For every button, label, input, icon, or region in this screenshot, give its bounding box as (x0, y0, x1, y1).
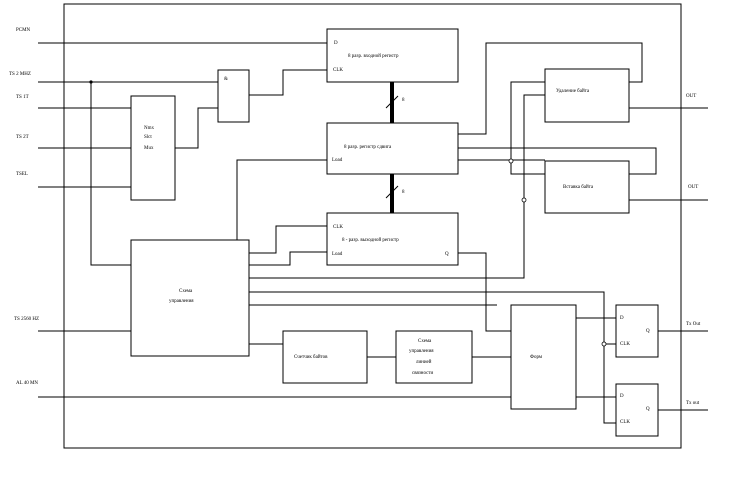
signal-label-tsel: TSEL (16, 172, 28, 177)
output-register-title: 8 - разр. выходной регистр (342, 238, 399, 243)
signal-label-ts2: TS 2 MHZ (9, 72, 31, 77)
signal-label-out-top: OUT (686, 94, 696, 99)
flipflop-1-block: D CLK Q (615, 304, 659, 358)
delete-byte-label: Удаление байта (556, 89, 590, 94)
output-register-clk: CLK (333, 225, 343, 230)
delete-byte-block: Удаление байта (544, 68, 630, 123)
insert-byte-label: Вставка байта (563, 185, 594, 190)
control-label-2: управления (169, 299, 194, 304)
bus-input-to-shift: 8 (385, 82, 405, 123)
control-label-1: Схема (179, 289, 193, 294)
mux-block: Nmx Slct Mux (130, 95, 176, 201)
and-gate-block: & (217, 69, 250, 123)
mux-label-2: Slct (144, 135, 152, 140)
flag-control-label-3: линией (416, 360, 432, 365)
signal-label-ts2560: TS 2560 HZ (14, 317, 39, 322)
input-register-block: D 8 разр. входной регистр CLK (326, 28, 459, 83)
input-register-clk: CLK (333, 68, 343, 73)
byte-counter-block: Счетчик байтов (282, 330, 368, 384)
flag-control-label-1: Схема (418, 339, 432, 344)
junction-node (508, 158, 514, 164)
shift-register-load: Load (332, 158, 343, 163)
flipflop-2-d: D (620, 394, 624, 399)
and-gate-label: & (224, 77, 228, 82)
control-block: Схема управления (130, 239, 250, 357)
flag-control-block: Схема управления линией связности (395, 330, 473, 384)
signal-label-txout-2: Tx out (686, 401, 700, 406)
flag-control-label-2: управления (409, 349, 434, 354)
signal-label-ts1t: TS 1T (16, 95, 29, 100)
format-label: Форм (530, 355, 543, 360)
flipflop-2-clk: CLK (620, 420, 630, 425)
flag-control-label-4: связности (412, 371, 433, 376)
signal-label-txout-1: Tx Out (686, 322, 701, 327)
junction-node (521, 197, 527, 203)
flipflop-2-q: Q (646, 407, 650, 412)
shift-register-title: 8 разр. регистр сдвига (344, 145, 392, 150)
junction-dot (89, 80, 93, 84)
flipflop-1-q: Q (646, 329, 650, 334)
format-block: Форм (510, 304, 577, 410)
junction-node (601, 341, 607, 347)
input-register-d: D (334, 41, 338, 46)
flipflop-1-clk: CLK (620, 342, 630, 347)
signal-label-al: AL 40 MN (16, 381, 38, 386)
output-register-q: Q (445, 252, 449, 257)
mux-label-1: Nmx (144, 126, 155, 131)
signal-label-out-mid: OUT (688, 185, 698, 190)
insert-byte-block: Вставка байта (544, 160, 630, 214)
bus-shift-to-output: 8 (385, 174, 405, 213)
output-register-load: Load (332, 252, 343, 257)
input-register-title: 8 разр. входной регистр (348, 54, 399, 59)
bus-width-label-1: 8 (402, 98, 405, 103)
signal-label-ts2t: TS 2T (16, 135, 29, 140)
shift-register-block: 8 разр. регистр сдвига Load (326, 122, 459, 175)
bus-width-label-2: 8 (402, 190, 405, 195)
output-register-block: CLK 8 - разр. выходной регистр Load Q (326, 212, 459, 266)
mux-label-3: Mux (144, 146, 154, 151)
byte-counter-label: Счетчик байтов (294, 355, 328, 360)
wires (38, 42, 708, 424)
flipflop-1-d: D (620, 316, 624, 321)
flipflop-2-block: D CLK Q (615, 383, 659, 437)
signal-label-pcmn: PCMN (16, 28, 31, 33)
